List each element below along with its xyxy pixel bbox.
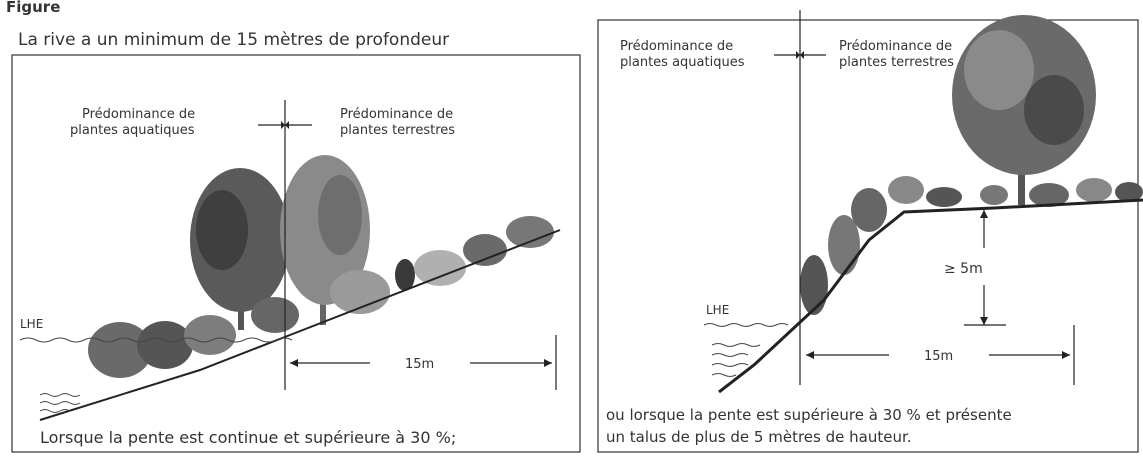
shrub bbox=[184, 315, 236, 355]
right-diagram: LHE Prédominance de plantes aquatiques P… bbox=[597, 10, 1143, 453]
water-wave bbox=[711, 363, 749, 367]
right-aquatic-label-1: Prédominance de bbox=[620, 39, 733, 54]
left-diagram-panel: Figure La rive a un minimum de 15 mètres… bbox=[6, 0, 581, 453]
shrub bbox=[463, 234, 507, 266]
arrow-head bbox=[800, 51, 804, 59]
left-bottom-caption: Lorsque la pente est continue et supérie… bbox=[40, 428, 456, 447]
shrub bbox=[888, 176, 924, 204]
right-bottom-caption-1: ou lorsque la pente est supérieure à 30 … bbox=[606, 406, 1012, 424]
arrow-head bbox=[980, 210, 988, 218]
right-tree-group bbox=[800, 15, 1143, 315]
shrub bbox=[851, 188, 887, 232]
water-wave bbox=[39, 393, 81, 397]
shrub bbox=[88, 322, 152, 378]
right-terrestrial-label-1: Prédominance de bbox=[839, 39, 952, 54]
right-terrestrial-label-2: plantes terrestres bbox=[839, 55, 954, 70]
left-terrestrial-label-1: Prédominance de bbox=[340, 107, 453, 122]
arrow-head bbox=[980, 317, 988, 325]
figure-caption-fragment: Figure bbox=[6, 0, 60, 16]
left-lhe-waterline bbox=[19, 337, 293, 343]
left-terrestrial-label-2: plantes terrestres bbox=[340, 123, 455, 138]
shrub bbox=[1029, 183, 1069, 207]
arrow-head bbox=[285, 121, 289, 129]
left-tree-group bbox=[88, 155, 554, 378]
right-slope-line bbox=[718, 198, 1143, 394]
left-slope-line bbox=[39, 229, 561, 421]
tree-canopy-light bbox=[964, 30, 1034, 110]
right-distance-label: 15m bbox=[924, 349, 953, 364]
shrub bbox=[137, 321, 193, 369]
shrub bbox=[1076, 178, 1112, 202]
water-wave bbox=[711, 353, 749, 357]
shrub bbox=[506, 216, 554, 248]
shrub bbox=[414, 250, 466, 286]
right-lhe-waterline bbox=[703, 323, 789, 327]
left-aquatic-label-1: Prédominance de bbox=[82, 107, 195, 122]
left-aquatic-label-2: plantes aquatiques bbox=[70, 123, 195, 138]
shrub bbox=[926, 187, 962, 207]
right-aquatic-label-2: plantes aquatiques bbox=[620, 55, 745, 70]
arrow-head bbox=[281, 121, 285, 129]
left-distance-label: 15m bbox=[405, 357, 434, 372]
arrow-head bbox=[290, 359, 298, 367]
shrub bbox=[1115, 182, 1143, 202]
left-frame bbox=[11, 54, 581, 453]
left-top-caption: La rive a un minimum de 15 mètres de pro… bbox=[18, 30, 449, 50]
left-diagram: Figure La rive a un minimum de 15 mètres… bbox=[6, 0, 581, 453]
shrub bbox=[251, 297, 299, 333]
tree-canopy-shade bbox=[1024, 75, 1084, 145]
arrow-head bbox=[1062, 351, 1070, 359]
right-diagram-panel: LHE Prédominance de plantes aquatiques P… bbox=[594, 0, 1143, 459]
water-wave bbox=[39, 409, 71, 413]
water-wave bbox=[711, 343, 761, 347]
arrow-head bbox=[544, 359, 552, 367]
shrub bbox=[800, 255, 828, 315]
shrub bbox=[828, 215, 860, 275]
tree-canopy-shade bbox=[196, 190, 248, 270]
water-wave bbox=[39, 401, 81, 405]
tree-canopy-shade bbox=[318, 175, 362, 255]
right-bottom-caption-2: un talus de plus de 5 mètres de hauteur. bbox=[606, 428, 912, 446]
shrub bbox=[395, 259, 415, 291]
arrow-head bbox=[796, 51, 800, 59]
right-frame bbox=[597, 19, 1139, 453]
water-wave bbox=[711, 373, 737, 377]
shrub bbox=[980, 185, 1008, 205]
left-lhe-label: LHE bbox=[20, 317, 43, 331]
arrow-head bbox=[806, 351, 814, 359]
right-lhe-label: LHE bbox=[706, 303, 729, 317]
right-height-label: ≥ 5m bbox=[944, 261, 983, 277]
